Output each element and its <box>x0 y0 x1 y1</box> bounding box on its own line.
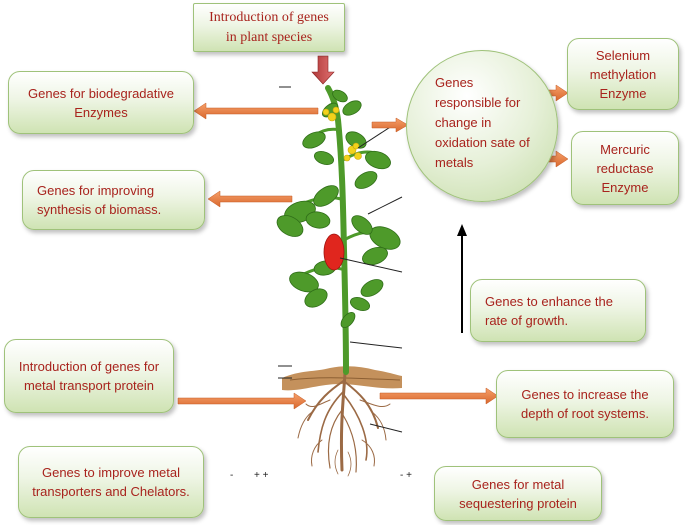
metal-sequestering-box: Genes for metal sequestering protein <box>434 466 602 521</box>
selenium-methylation-box: Selenium methylation Enzyme <box>567 38 679 110</box>
sequestering-text: Genes for metal sequestering protein <box>459 476 577 511</box>
roots <box>297 370 391 477</box>
oxidation-state-circle: Genes responsible for change in oxidatio… <box>406 50 558 202</box>
biomass-text: Genes for improving synthesis of biomass… <box>37 183 162 217</box>
down-arrow <box>311 55 335 85</box>
selenium-text: Selenium methylation Enzyme <box>589 47 657 101</box>
flowers <box>322 106 362 162</box>
metal-transporters-chelators-box: Genes to improve metal transporters and … <box>18 446 204 518</box>
mercuric-text: Mercuric reductase Enzyme <box>596 141 654 195</box>
minus-sign: - <box>230 470 234 481</box>
biodegradative-text: Genes for biodegradative Enzymes <box>28 85 174 120</box>
growth-up-arrow <box>457 224 467 333</box>
biomass-synthesis-box: Genes for improving synthesis of biomass… <box>22 170 205 230</box>
leaves <box>276 89 401 329</box>
minus-plus-sign: - + <box>400 470 412 481</box>
top-genes-introduction-box: Introduction of genes in plant species <box>193 3 345 52</box>
growth-rate-box: Genes to enhance the rate of growth. <box>470 279 646 342</box>
mercuric-reductase-box: Mercuric reductase Enzyme <box>571 131 679 205</box>
biodegradative-enzymes-box: Genes for biodegradative Enzymes <box>8 71 194 134</box>
transporters-text: Genes to improve metal transporters and … <box>32 465 190 499</box>
pointer-lines <box>278 86 403 433</box>
metal-transport-box: Introduction of genes for metal transpor… <box>4 339 174 413</box>
circle-text: Genes responsible for change in oxidatio… <box>435 75 530 170</box>
tomato-fruit <box>323 233 345 271</box>
orange-arrows <box>177 84 569 410</box>
soil-shade <box>289 377 401 381</box>
metal-transport-text: Introduction of genes for metal transpor… <box>18 359 160 393</box>
growth-text: Genes to enhance the rate of growth. <box>485 293 613 328</box>
plus-plus-sign: + + <box>254 470 269 481</box>
root-depth-text: Genes to increase the depth of root syst… <box>521 387 649 421</box>
top-box-text: Introduction of genes in plant species <box>209 9 329 45</box>
root-depth-box: Genes to increase the depth of root syst… <box>496 370 674 438</box>
